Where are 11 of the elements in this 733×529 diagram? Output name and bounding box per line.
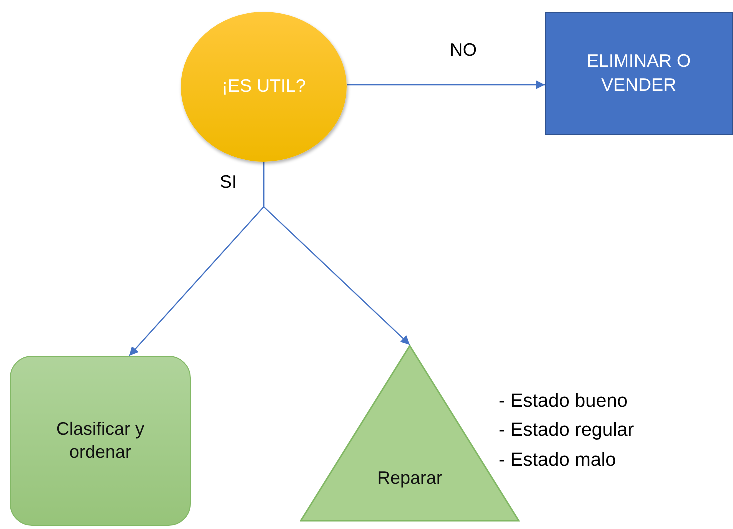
node-text: ELIMINAR O VENDER	[586, 50, 692, 96]
node-text: Reparar	[377, 466, 443, 490]
process-box	[10, 356, 191, 526]
arrow	[347, 80, 545, 90]
node-text: ¡ES UTIL?	[222, 75, 306, 98]
list-item: - Estado bueno	[498, 390, 629, 414]
list-item: - Estado malo	[498, 448, 618, 473]
list-item: - Estado regular	[498, 419, 634, 444]
arrow	[263, 162, 410, 346]
process-box	[545, 12, 733, 135]
node-text: Clasificar y ordenar	[55, 418, 146, 464]
